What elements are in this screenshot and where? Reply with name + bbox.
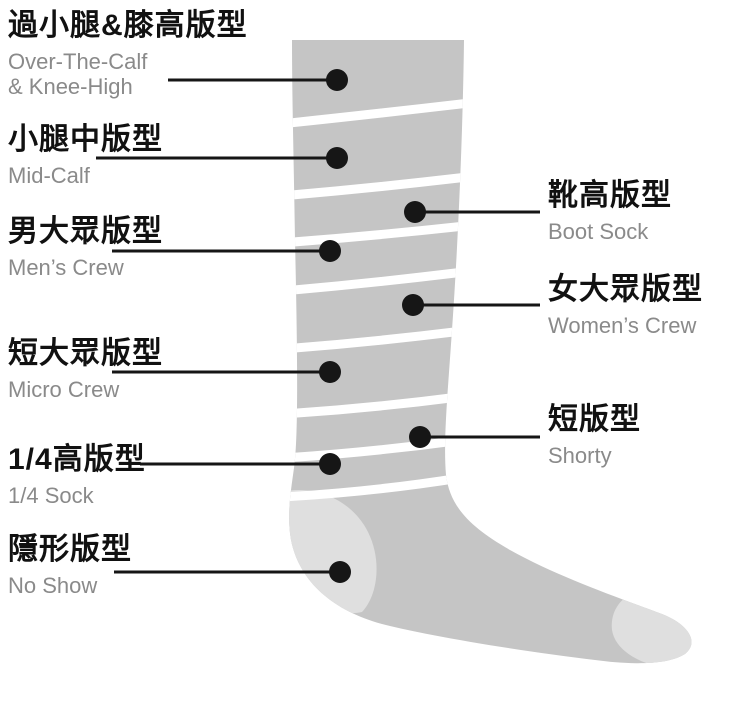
toe-patch [611, 592, 692, 664]
label-en: Women’s Crew [548, 312, 697, 338]
label-en: Boot Sock [548, 218, 649, 244]
label-en: Men’s Crew [8, 254, 124, 280]
pointer-dot [409, 426, 431, 448]
pointer-dot [404, 201, 426, 223]
label-mens-crew: 男大眾版型 Men’s Crew [8, 216, 163, 280]
label-zh: 靴高版型 [548, 179, 672, 212]
pointer-dot [402, 294, 424, 316]
sock-stripe [289, 391, 467, 419]
sock-stripe [289, 325, 471, 354]
label-zh: 短大眾版型 [8, 337, 163, 370]
label-zh: 男大眾版型 [8, 215, 163, 248]
sock-stripe [289, 171, 477, 201]
pointer-dot [329, 561, 351, 583]
label-en: 1/4 Sock [8, 482, 94, 508]
sock-stripe [289, 266, 473, 296]
label-zh: 過小腿&膝高版型 [8, 9, 248, 42]
sock-body [289, 40, 692, 664]
sock-stripes [289, 97, 479, 502]
label-en: Micro Crew [8, 376, 120, 402]
label-zh: 女大眾版型 [548, 273, 703, 306]
label-mid-calf: 小腿中版型 Mid-Calf [8, 124, 163, 188]
sock-stripe [289, 97, 479, 129]
label-zh: 1/4高版型 [8, 443, 146, 476]
label-boot-sock: 靴高版型 Boot Sock [548, 180, 672, 244]
sock-stripe [289, 473, 461, 502]
label-shorty: 短版型 Shorty [548, 404, 641, 468]
pointer-dot [326, 147, 348, 169]
sock-stripe [289, 220, 475, 248]
label-over-the-calf: 過小腿&膝高版型 Over-The-Calf & Knee-High [8, 10, 248, 100]
label-en: Mid-Calf [8, 162, 90, 188]
pointer-dot [326, 69, 348, 91]
pointers [96, 69, 540, 583]
pointer-dot [319, 240, 341, 262]
label-micro-crew: 短大眾版型 Micro Crew [8, 338, 163, 402]
pointer-dot [319, 361, 341, 383]
pointer-dot [319, 453, 341, 475]
label-zh: 小腿中版型 [8, 123, 163, 156]
label-zh: 短版型 [548, 403, 641, 436]
label-en: Shorty [548, 442, 612, 468]
label-zh: 隱形版型 [8, 533, 132, 566]
label-en: Over-The-Calf & Knee-High [8, 48, 148, 100]
label-quarter-sock: 1/4高版型 1/4 Sock [8, 444, 146, 508]
sock-stripe [289, 435, 463, 463]
label-no-show: 隱形版型 No Show [8, 534, 132, 598]
label-en: No Show [8, 572, 98, 598]
sock-details [289, 97, 692, 664]
label-womens-crew: 女大眾版型 Women’s Crew [548, 274, 703, 338]
